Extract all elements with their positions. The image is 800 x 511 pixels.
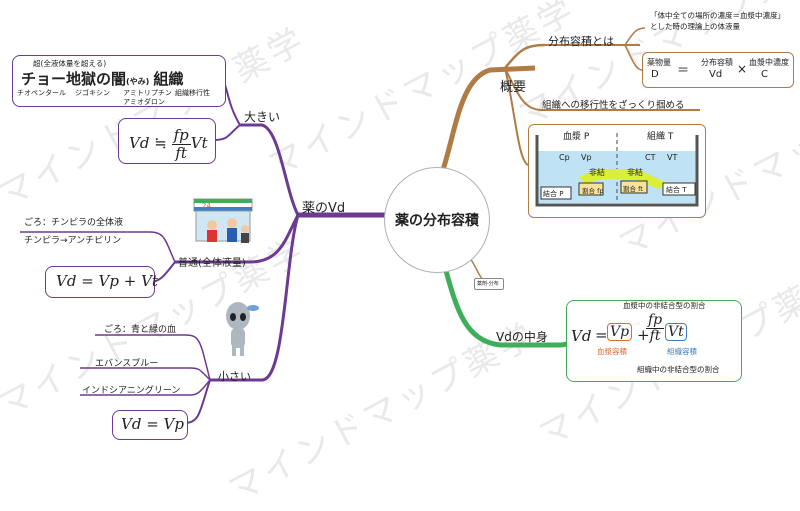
plasma-cp: Cp [559,153,570,162]
eq-c-label: 血漿中濃度 [749,58,789,67]
overview-label[interactable]: 概要 [500,80,527,95]
compartment-drawing [535,133,699,207]
transfer-label[interactable]: 組織への移行性をざっくり掴める [542,100,685,111]
drug-amiodarone: アミオダロン [123,98,165,106]
tissue-title: 組織 T [647,132,674,142]
unbound-tissue: 非結 [627,168,643,177]
convenience-store-illustration: 24 [193,198,253,243]
normal-note-1: ごろ：チンピラの全体液 [24,218,124,228]
bound-fraction-ft: 割合 ft [623,185,643,193]
formula-vd: Vd [129,134,150,152]
plasma-volume-label: 血漿容積 [597,347,627,356]
tissue-vt: VT [667,153,678,162]
drug-thiopental: チオペンタール [17,89,66,97]
contents-plus: + [637,326,650,344]
contents-bottom-note: 組織中の非結合型の割合 [637,365,720,374]
contents-equal: = [595,326,608,344]
eq-d: D [651,69,659,80]
definition-note-2: とした時の理論上の体液量 [650,22,740,31]
contents-vd: Vd [571,327,592,345]
drug-digoxin: ジゴキシン [75,89,110,97]
plasma-title: 血漿 P [563,132,590,142]
normal-formula-box: Vd = Vp + Vt [45,266,158,298]
tissue-ct: CT [645,153,656,162]
contents-den: ft [649,328,661,345]
normal-note-2: チンピラ→アンチピリン [24,236,122,246]
large-card: 超(全液体量を超える) チョー地獄の闇(やみ)組織 チオペンタール ジゴキシン … [12,55,226,107]
sub-topic-label: 薬剤-分布 [477,281,499,287]
small-label[interactable]: 小さい [218,370,251,383]
formula-vt: Vt [190,134,208,152]
large-superscript: 超(全液体量を超える) [33,59,107,68]
definition-label[interactable]: 分布容積とは [548,35,614,48]
formula-num: fp [171,126,191,145]
eq-amount-label: 薬物量 [647,58,671,67]
large-title-suffix: 組織 [153,70,184,88]
store-sign: 24 [202,202,211,210]
normal-label[interactable]: 普通(全体液量) [178,258,246,269]
bound-tissue: 結合 T [666,186,687,194]
contents-vt: Vt [665,323,687,341]
eq-equal: ＝ [677,63,690,77]
tissue-volume-label: 組織容積 [667,347,697,356]
plasma-vp: Vp [581,153,592,162]
small-item-evans-blue: エバンスブルー [95,359,159,369]
mindmap-connectors [20,27,700,424]
sub-topic-node[interactable]: 薬剤-分布 [474,278,504,290]
center-topic-label: 薬の分布容積 [395,213,479,229]
formula-approx: ≒ [154,134,167,152]
eq-times: × [737,62,748,76]
bound-fraction-fp: 割合 fp [582,187,604,195]
tissue-transfer-note: 組織移行性 [175,89,210,97]
large-title-main: チョー地獄の闇 [21,70,127,88]
small-note: ごろ：青と緑の血 [104,325,177,335]
eq-vd: Vd [709,69,723,80]
large-title-ruby: (やみ) [126,77,150,86]
eq-vd-label: 分布容積 [701,58,733,67]
contents-top-note: 血漿中の非結合型の割合 [623,301,706,310]
unbound-plasma: 非結 [589,168,605,177]
definition-equation-box: 薬物量 D ＝ 分布容積 Vd × 血漿中濃度 C [642,52,794,88]
alien-illustration [226,302,259,356]
large-title: チョー地獄の闇(やみ)組織 [21,68,183,89]
contents-vp: Vp [607,323,633,341]
small-formula-box: Vd = Vp [112,410,188,440]
contents-num: fp [646,312,665,330]
definition-note-1: 「体中全ての場所の濃度＝血漿中濃度」 [650,11,785,20]
contents-label[interactable]: Vdの中身 [496,330,548,344]
large-label[interactable]: 大きい [244,110,281,124]
formula-den: ft [175,143,187,162]
small-item-indocyanine-green: インドシアニングリーン [82,386,181,396]
drug-amitriptyline: アミトリプチン [123,89,172,97]
normal-formula: Vd = Vp + Vt [56,272,158,290]
eq-c: C [761,69,768,80]
small-formula: Vd = Vp [121,415,184,433]
left-main-label[interactable]: 薬のVd [302,201,346,216]
compartment-diagram: 血漿 P 組織 T Cp Vp CT VT 非結 非結 結合 P 割合 fp 割… [528,124,706,218]
center-topic[interactable]: 薬の分布容積 [384,167,490,273]
bound-plasma: 結合 P [543,190,564,198]
